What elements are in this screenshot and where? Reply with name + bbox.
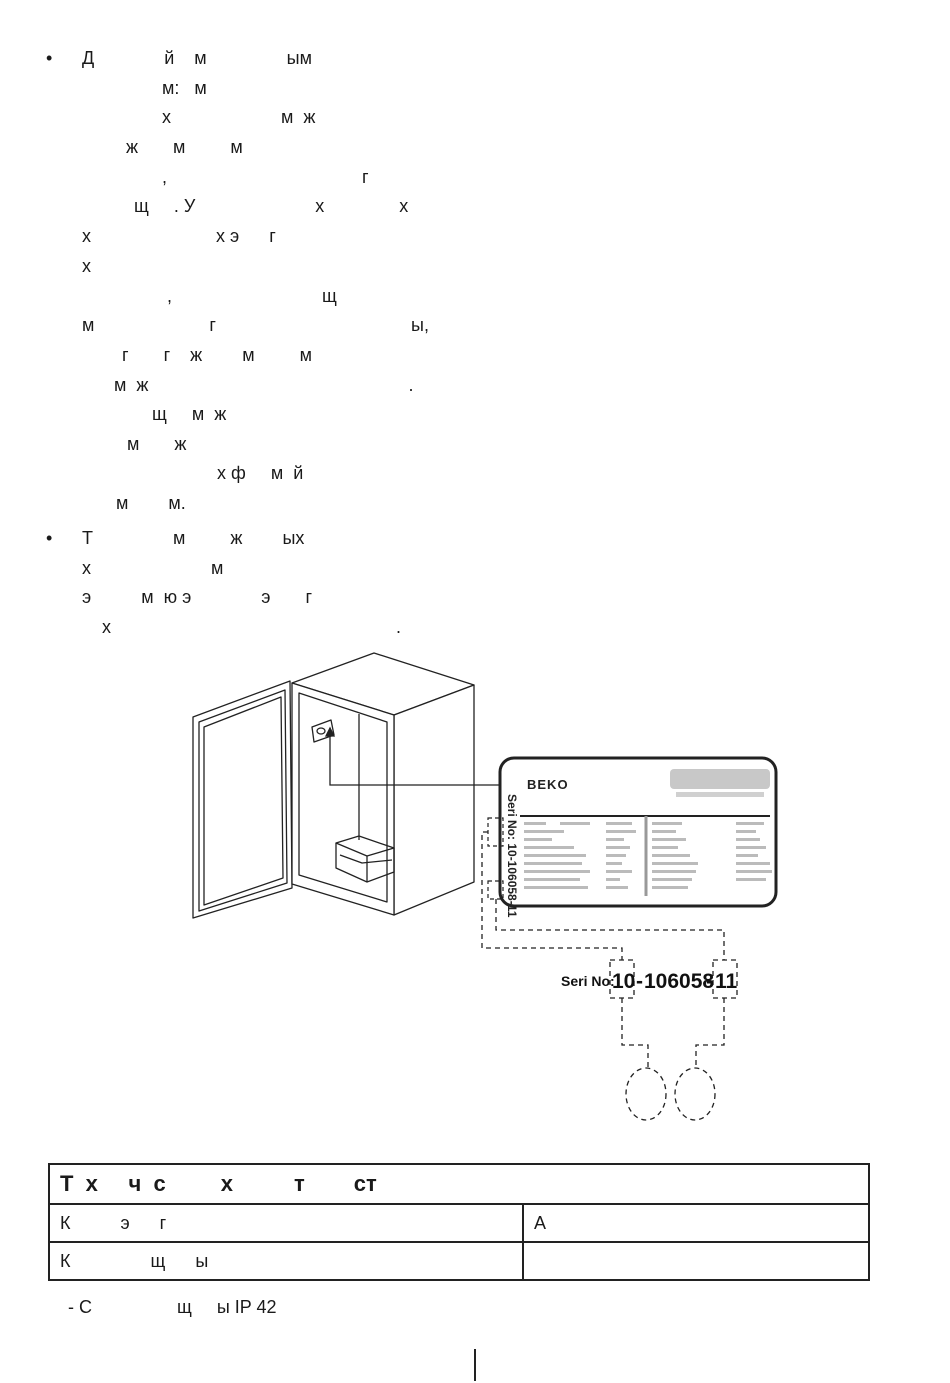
serial-part2: 106058: [644, 970, 714, 993]
text-line: х х э г: [82, 226, 276, 246]
serial-dash2: -: [706, 970, 713, 993]
text-line: х м: [82, 558, 224, 578]
text-line: щ . У х х: [134, 196, 409, 216]
page-marker: [474, 1349, 476, 1381]
text-line: , щ: [82, 286, 337, 306]
serial-part1: 10: [612, 970, 635, 993]
text-line: х: [82, 256, 91, 276]
serial-number: Seri No: 10 - 106058 - 11: [561, 970, 738, 993]
text-line: ж м м: [126, 137, 243, 157]
table-header-row: Т х ч с х т ст: [48, 1163, 870, 1205]
text-line: м ж .: [114, 375, 414, 395]
text-line: х ф м й: [82, 463, 304, 483]
text-line: м м.: [116, 493, 186, 513]
serial-part3: 11: [715, 970, 738, 993]
label-serial-vertical: Seri No: 10-106058-11: [505, 794, 519, 918]
table-row: К щ ы: [48, 1241, 870, 1281]
serial-prefix: Seri No:: [561, 973, 615, 989]
rating-label: BEKO Seri No: 10-106058-11: [487, 756, 778, 918]
text-line: м г ы,: [82, 315, 429, 335]
technical-specs-table: Т х ч с х т ст К э г А К щ ы: [48, 1163, 870, 1281]
text-line: х м ж: [82, 107, 316, 127]
brand-logo: BEKO: [527, 777, 569, 792]
text-line: э м ю э э г: [82, 587, 313, 607]
text-line: Т м ж ых: [82, 528, 305, 548]
footnote: - С щ ы IP 42: [68, 1297, 277, 1317]
text-line: г г ж м м: [82, 345, 312, 365]
dashed-connectors: [481, 831, 738, 1121]
bullet-1: •: [46, 48, 53, 68]
text-line: щ м ж: [82, 404, 227, 424]
text-line: х .: [102, 617, 402, 637]
table-row: К э г А: [48, 1203, 870, 1243]
text-line: м: м: [82, 78, 207, 98]
table-cell-value: [522, 1241, 870, 1281]
serial-dash1: -: [636, 970, 643, 993]
text-line: , г: [82, 167, 369, 187]
table-cell-value: А: [522, 1203, 870, 1243]
table-title: Т х ч с х т ст: [48, 1163, 870, 1205]
refrigerator-diagram: BEKO Seri No: 10-106058-11 Seri No: 10 -…: [192, 652, 778, 1121]
table-cell-label: К щ ы: [48, 1241, 524, 1281]
table-cell-label: К э г: [48, 1203, 524, 1243]
refrigerator-drawing: [192, 652, 475, 919]
blurred-label-text: [524, 769, 772, 889]
text-line: Д й м ым: [82, 48, 312, 68]
text-line: м ж: [82, 434, 187, 454]
bullet-2: •: [46, 528, 53, 548]
